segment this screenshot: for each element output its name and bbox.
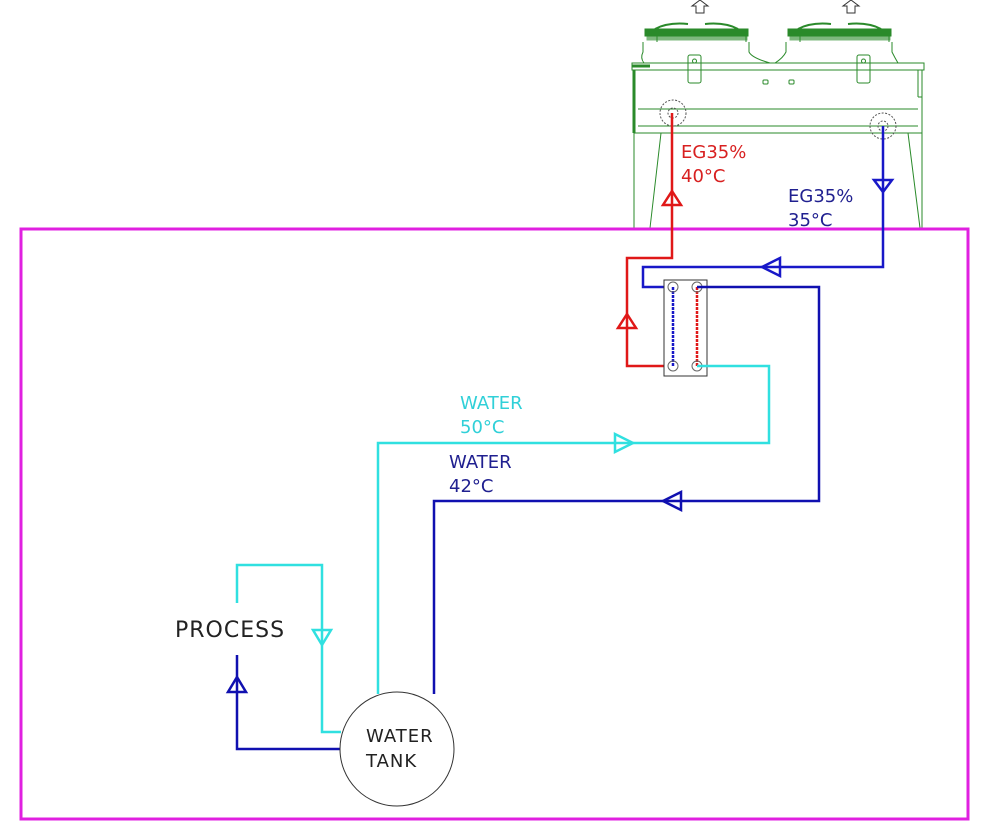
pipe-process-supply	[235, 563, 341, 734]
system-boundary	[19, 227, 970, 821]
process-label: PROCESS	[175, 618, 285, 643]
water-cold-label-temp: 42°C	[449, 476, 493, 497]
flow-arrow-left-icon	[660, 489, 683, 513]
plate-heat-exchanger	[663, 279, 708, 377]
fan-left	[641, 22, 771, 64]
dry-cooler	[631, 0, 925, 229]
glycol-cold-label-fluid: EG35%	[788, 186, 853, 207]
pipe-water-hot	[376, 364, 771, 694]
flow-arrow-up-icon	[615, 311, 639, 330]
flow-arrow-down-icon	[310, 628, 334, 648]
glycol-hot-label-fluid: EG35%	[681, 142, 746, 163]
flow-arrow-right-icon	[613, 431, 636, 455]
flow-arrow-up-icon	[225, 674, 249, 694]
hx-port-icon	[667, 360, 679, 372]
pipe-water-cold	[432, 285, 821, 694]
pipe-glycol-cold	[641, 126, 885, 289]
hx-port-icon	[667, 281, 679, 293]
pipe-process-return	[235, 655, 340, 751]
flow-arrow-left-icon	[759, 255, 782, 279]
pipe-glycol-hot	[625, 113, 674, 368]
glycol-hot-label-temp: 40°C	[681, 166, 725, 187]
airflow-arrow-icon-left	[690, 0, 710, 14]
glycol-cold-label-temp: 35°C	[788, 210, 832, 231]
flow-arrow-down-icon	[871, 178, 895, 195]
flow-arrow-up-icon	[660, 188, 684, 207]
tank-label-line1: WATER	[366, 726, 434, 747]
water-hot-label-temp: 50°C	[460, 417, 504, 438]
water-hot-label-fluid: WATER	[460, 393, 523, 414]
fan-right	[774, 22, 899, 64]
water-tank	[339, 691, 455, 807]
airflow-arrow-icon-right	[841, 0, 861, 14]
cooler-leg-left	[633, 132, 662, 229]
water-cold-label-fluid: WATER	[449, 452, 512, 473]
cooler-leg-right	[907, 132, 923, 229]
tank-label-line2: TANK	[365, 751, 417, 772]
